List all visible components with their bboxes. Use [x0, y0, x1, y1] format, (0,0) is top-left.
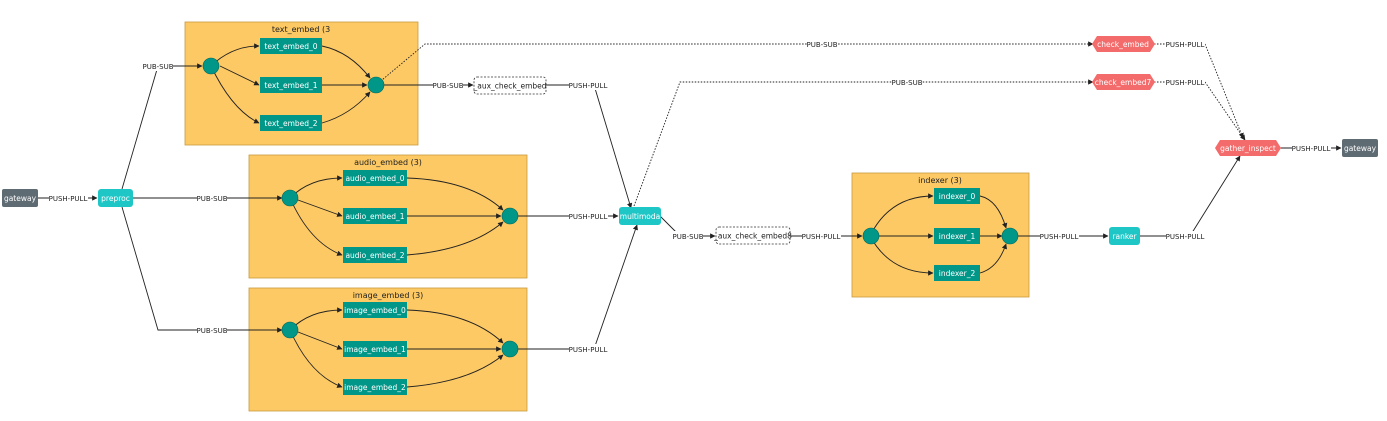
edge-label-check-embed-gather: PUSH-PULL: [1166, 41, 1205, 49]
node-audio-embed-1-label: audio_embed_1: [345, 212, 404, 221]
edge-label-text-check-embed: PUB-SUB: [806, 41, 837, 49]
edge-label-indexer-ranker: PUSH-PULL: [1040, 233, 1079, 241]
edge-label-text-aux: PUB-SUB: [432, 82, 463, 90]
node-gateway-out[interactable]: gateway: [1342, 139, 1378, 157]
node-image-embed-2[interactable]: image_embed_2: [343, 379, 407, 395]
edge-label-image-multimodal: PUSH-PULL: [569, 346, 608, 354]
node-preproc[interactable]: preproc: [98, 189, 133, 207]
indexer-fork-node[interactable]: [862, 227, 880, 245]
text-join-node[interactable]: [367, 76, 385, 94]
node-check-embed-label: check_embed: [1097, 40, 1149, 49]
node-gateway-in-label: gateway: [4, 194, 37, 203]
edge-label-aux-multimodal: PUSH-PULL: [569, 82, 608, 90]
node-ranker-label: ranker: [1112, 232, 1137, 241]
group-title-indexer: indexer (3): [918, 176, 962, 185]
node-image-embed-0-label: image_embed_0: [344, 306, 406, 315]
node-text-embed-2-label: text_embed_2: [264, 119, 317, 128]
node-text-embed-1-label: text_embed_1: [264, 81, 317, 90]
edge-label-ranker-gather: PUSH-PULL: [1166, 233, 1205, 241]
node-indexer-0-label: indexer_0: [939, 192, 976, 201]
node-image-embed-2-label: image_embed_2: [344, 383, 406, 392]
edge-label-gather-gateway: PUSH-PULL: [1292, 145, 1331, 153]
node-indexer-0[interactable]: indexer_0: [934, 188, 980, 204]
node-gather-inspect[interactable]: gather_inspect: [1215, 140, 1281, 156]
node-text-embed-0[interactable]: text_embed_0: [260, 38, 322, 54]
edge-label-preproc-text: PUB-SUB: [142, 63, 173, 71]
edge-label-multimodal-aux8: PUB-SUB: [672, 233, 703, 241]
image-join-node[interactable]: [501, 340, 519, 358]
node-indexer-1-label: indexer_1: [939, 232, 976, 241]
node-check-embed[interactable]: check_embed: [1092, 36, 1155, 52]
node-indexer-1[interactable]: indexer_1: [934, 228, 980, 244]
node-check-embed7[interactable]: check_embed7: [1092, 74, 1155, 90]
edge-label-gateway-preproc: PUSH-PULL: [49, 195, 88, 203]
node-multimodal[interactable]: multimoda: [619, 207, 661, 225]
node-preproc-label: preproc: [101, 194, 130, 203]
indexer-join-node[interactable]: [1001, 227, 1019, 245]
edge-label-preproc-audio: PUB-SUB: [196, 195, 227, 203]
node-text-embed-1[interactable]: text_embed_1: [260, 77, 322, 93]
node-aux-check-embed-label: _aux_check_embed: [472, 82, 546, 91]
node-multimodal-label: multimoda: [620, 212, 660, 221]
edge-label-preproc-image: PUB-SUB: [196, 327, 227, 335]
node-audio-embed-0-label: audio_embed_0: [345, 174, 404, 183]
node-text-embed-0-label: text_embed_0: [264, 42, 317, 51]
edge-labels: PUSH-PULL PUB-SUB PUB-SUB PUB-SUB PUB-SU…: [49, 39, 1331, 354]
audio-join-node[interactable]: [501, 207, 519, 225]
edge-label-check-embed7-gather: PUSH-PULL: [1166, 79, 1205, 87]
node-gateway-in[interactable]: gateway: [2, 189, 38, 207]
node-audio-embed-0[interactable]: audio_embed_0: [343, 170, 407, 186]
group-title-text-embed: text_embed (3: [272, 25, 330, 34]
text-fork-node[interactable]: [202, 57, 220, 75]
node-text-embed-2[interactable]: text_embed_2: [260, 115, 322, 131]
node-audio-embed-2[interactable]: audio_embed_2: [343, 247, 407, 263]
edge-label-aux8-indexer: PUSH-PULL: [802, 233, 841, 241]
node-aux-check-embed8[interactable]: _aux_check_embed8: [713, 226, 792, 245]
node-indexer-2[interactable]: indexer_2: [934, 265, 980, 281]
edge-label-audio-multimodal: PUSH-PULL: [569, 213, 608, 221]
edge-label-multimodal-check-embed7: PUB-SUB: [891, 79, 922, 87]
node-audio-embed-2-label: audio_embed_2: [345, 251, 404, 260]
fork-join-nodes: [202, 57, 1019, 358]
node-gateway-out-label: gateway: [1344, 144, 1377, 153]
node-ranker[interactable]: ranker: [1109, 227, 1140, 245]
node-image-embed-1[interactable]: image_embed_1: [343, 341, 407, 357]
node-image-embed-1-label: image_embed_1: [344, 345, 406, 354]
group-title-audio-embed: audio_embed (3): [354, 158, 422, 167]
node-check-embed7-label: check_embed7: [1095, 78, 1152, 87]
node-gather-inspect-label: gather_inspect: [1220, 144, 1276, 153]
image-fork-node[interactable]: [281, 321, 299, 339]
node-image-embed-0[interactable]: image_embed_0: [343, 302, 407, 318]
group-title-image-embed: image_embed (3): [353, 291, 424, 300]
audio-fork-node[interactable]: [281, 189, 299, 207]
node-indexer-2-label: indexer_2: [939, 269, 976, 278]
node-aux-check-embed8-label: _aux_check_embed8: [713, 232, 792, 241]
node-aux-check-embed[interactable]: _aux_check_embed: [472, 76, 547, 95]
node-audio-embed-1[interactable]: audio_embed_1: [343, 208, 407, 224]
